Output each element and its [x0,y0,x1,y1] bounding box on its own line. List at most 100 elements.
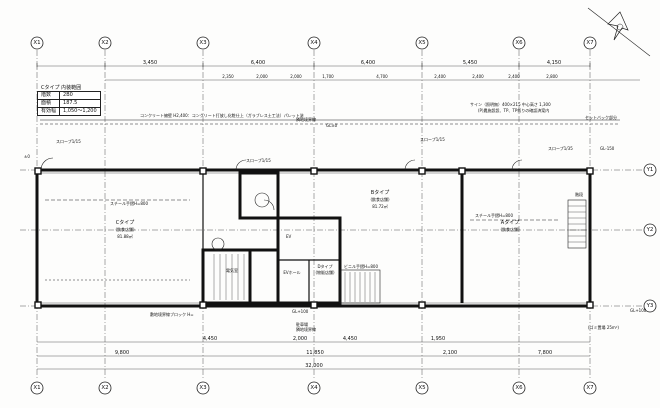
room-c-area: 81.88㎡ [117,233,132,239]
axis-bubbles-top: X1 X2 X3 X4 X5 X6 X7 [30,36,597,50]
spec-row: 階数 2B0 [36,91,101,100]
axis-x6-top: X6 [515,40,523,46]
dim-bot1-a: 4,450 [203,336,217,342]
spec-table-title: Cタイプ 内装範囲 [41,85,82,91]
label-parking: 駐車場 [296,321,308,327]
spec-row: 有効幅 1,050～1,200 [36,107,101,116]
room-a-sub: (飲食店舗) [500,226,520,232]
room-b-area: 81.72㎡ [372,203,387,209]
dim-top2-b: 2,000 [256,74,268,79]
note-sign-detail: (P)農施設設、TP、TP仮りの確認済案内 [478,107,549,113]
label-slope-a: スロープ1/15 [56,138,81,144]
spec-table: 階数 2B0 面積 187.5 有効幅 1,050～1,200 [36,91,101,116]
label-bottom-sign: 敷地境界線ブロック H= [150,311,194,317]
axis-y3-right: Y3 [646,303,654,309]
room-labels: Cタイプ (飲食店舗) 81.88㎡ Bタイプ (飲食店舗) 81.72㎡ Aタ… [115,189,520,275]
axis-x3-bottom: X3 [199,385,207,391]
label-handrail: ビニル手摺H=800 [344,263,378,269]
label-boundary-bottom: 隣地境界線 [296,326,316,332]
axis-x7-bottom: X7 [586,385,594,391]
label-area-note: (ゴミ置場 25m²) [588,324,619,330]
axis-x5-top: X5 [418,40,426,46]
axis-x3-top: X3 [199,40,207,46]
dim-top1-d: 5,450 [463,60,477,66]
dim-bot2-c: 2,100 [443,350,457,356]
dimension-bottom-rows: 4,450 2,000 4,450 1,950 9,800 11,850 2,1… [37,336,590,370]
axis-x4-top: X4 [310,40,318,46]
structural-columns [34,167,594,309]
dim-bot1-c: 4,450 [343,336,357,342]
dim-top2-h: 2,400 [508,74,520,79]
axis-x7-top: X7 [586,40,594,46]
interior-dashed-lines [45,199,560,281]
room-b-name: Bタイプ [371,189,389,196]
spec-row-value: 187.5 [59,99,101,108]
dim-top2-c: 2,000 [290,74,302,79]
dimension-top-row1: 3,450 6,400 6,400 5,450 4,150 [36,60,591,69]
axis-x5-bottom: X5 [418,385,426,391]
north-arrow-icon [587,7,651,57]
label-slope-b: スロープ1/15 [246,157,271,163]
label-gl-plus2: GL+100 [630,308,647,313]
label-stair: 階段 [575,191,583,197]
note-boundary: 隣地境界線 [296,116,316,122]
dim-top1-c: 6,400 [361,60,375,66]
door-swings [40,157,523,251]
dim-bot2-b: 11,850 [306,350,324,356]
note-concrete-wall: コンクリート擁壁 H2,400：コンクリート打放し化粧仕上（ガラブレス土工法）パ… [140,112,304,118]
room-d-name: Dタイプ [317,263,332,269]
axis-x4-bottom: X4 [310,385,318,391]
dim-top1-b: 6,400 [251,60,265,66]
axis-x1-bottom: X1 [33,385,40,391]
label-elec: 電気室 [226,267,238,273]
room-d-sub: (物販店舗) [315,269,335,275]
dim-top2-g: 2,400 [472,74,484,79]
room-c-sub: (飲食店舗) [115,226,135,232]
label-gl0-left: ±0 [24,154,30,159]
note-sign: サイン（照明無）400×215 中心高さ 1,300 [470,101,551,107]
room-ev-name: EVホール [283,270,300,275]
note-setback: セットバック部分 [585,114,617,120]
dim-bot2-a: 9,800 [115,350,129,356]
spec-row: 面積 187.5 [36,99,101,108]
label-slope-c: スロープ1/15 [420,136,445,142]
label-steel-stair2: スチール手摺H=800 [475,212,513,218]
room-c-name: Cタイプ [116,219,135,226]
axis-x1-top: X1 [33,40,40,46]
dim-top2-e: 4,700 [376,74,388,79]
axis-y1-right: Y1 [646,167,654,173]
axis-bubbles-bottom: X1 X2 X3 X4 X5 X6 X7 [30,381,597,395]
annotation-labels: スロープ1/15 スロープ1/15 スロープ1/15 スロープ1/35 スチール… [24,136,647,332]
dimension-top-row2: 2,350 2,000 2,000 1,700 4,700 2,400 2,40… [105,74,640,81]
dim-top2-i: 2,800 [546,74,558,79]
spec-row-label: 階数 [36,91,61,100]
axis-x6-bottom: X6 [515,385,523,391]
spec-row-value: 1,050～1,200 [59,107,101,116]
label-ev-door: EV [286,234,292,239]
dim-top2-a: 2,350 [222,74,234,79]
axis-y2-right: Y2 [646,227,654,233]
axis-bubbles-right: Y1 Y2 Y3 [643,163,657,313]
dim-bot2-d: 7,800 [538,350,552,356]
spec-row-value: 2B0 [59,91,101,100]
axis-x2-top: X2 [101,40,108,46]
spec-row-label: 有効幅 [36,107,61,116]
note-gl: GL±0 [326,123,338,128]
room-a-name: Aタイプ [501,219,519,226]
dim-bot-total: 32,000 [305,363,323,369]
dim-top1-e: 4,150 [547,60,561,66]
spec-row-label: 面積 [36,99,61,108]
label-gl-plus: GL+100 [292,309,309,314]
dim-bot1-d: 1,950 [431,336,445,342]
label-steel-stair: スチール手摺H=800 [110,200,148,206]
horizontal-grid-lines [20,169,645,307]
dim-bot1-b: 2,000 [293,336,307,342]
label-slope-d: スロープ1/35 [548,145,573,151]
dim-top2-f: 2,400 [434,74,446,79]
dim-top2-d: 1,700 [322,74,334,79]
axis-x2-bottom: X2 [101,385,108,391]
dim-top1-a: 3,450 [143,60,157,66]
room-b-sub: (飲食店舗) [370,196,390,202]
